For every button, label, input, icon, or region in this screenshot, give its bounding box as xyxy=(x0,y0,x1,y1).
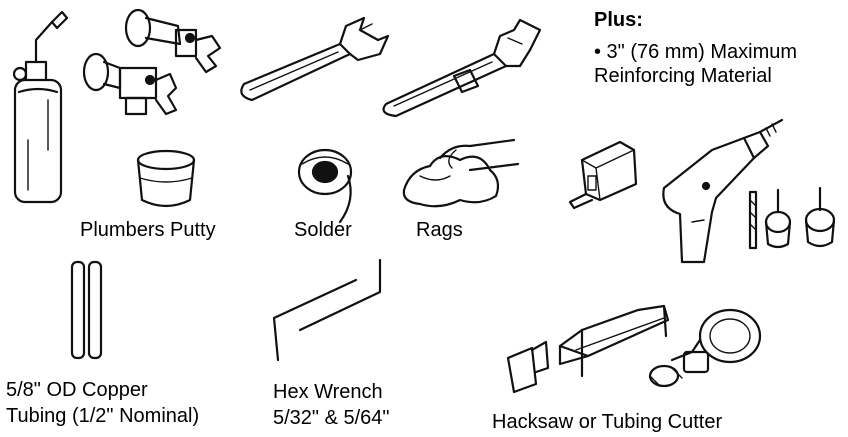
copper-tubing-label-line2: Tubing (1/2" Nominal) xyxy=(6,405,200,427)
tape-measure-icon xyxy=(568,140,638,210)
rag-hand-icon xyxy=(402,138,520,208)
pipe-wrench-icon xyxy=(382,18,542,118)
hacksaw-cutter-label: Hacksaw or Tubing Cutter xyxy=(492,411,723,433)
torch-icon xyxy=(12,10,69,204)
solder-label: Solder xyxy=(294,219,352,241)
hex-wrench-label-line1: Hex Wrench xyxy=(273,381,383,403)
plus-heading: Plus: xyxy=(594,9,643,31)
hex-wrench-icon xyxy=(272,258,382,362)
hacksaw-icon xyxy=(506,304,670,394)
plus-item-line2: Reinforcing Material xyxy=(594,65,772,87)
hex-wrench-label-line2: 5/32" & 5/64" xyxy=(273,407,390,429)
plumbers-putty-label: Plumbers Putty xyxy=(80,219,216,241)
plus-item-line1: • 3" (76 mm) Maximum xyxy=(594,41,798,63)
drill-bits-icon xyxy=(748,186,836,250)
solder-spool-icon xyxy=(297,148,353,224)
rags-label: Rags xyxy=(416,219,463,241)
drill-icon xyxy=(662,118,784,264)
tubing-cutter-icon xyxy=(648,308,762,388)
copper-tubing-icon xyxy=(70,260,103,360)
adjustable-wrench-icon xyxy=(240,16,390,102)
stop-valve-icon xyxy=(82,8,222,116)
putty-tub-icon xyxy=(136,149,196,208)
copper-tubing-label-line1: 5/8" OD Copper xyxy=(6,379,148,401)
